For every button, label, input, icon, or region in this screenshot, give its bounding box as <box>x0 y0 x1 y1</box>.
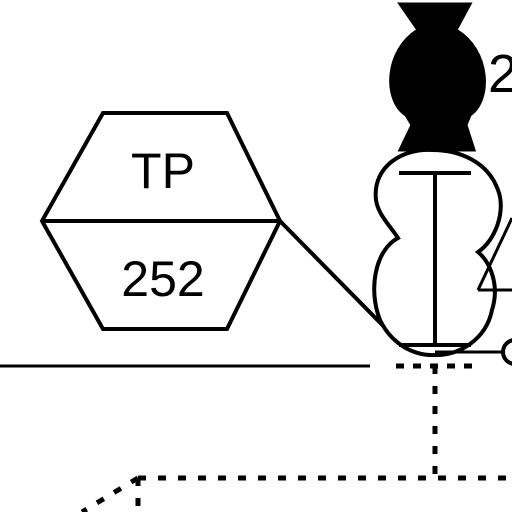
dotted-diagonal <box>80 475 140 512</box>
hexagon-tag[interactable]: TP 252 <box>39 111 283 331</box>
right-connector-diagonal <box>476 217 512 291</box>
tag-top-label: TP <box>131 143 195 199</box>
outlined-bulb-symbol <box>372 147 503 358</box>
tag-bottom-label: 252 <box>121 251 204 307</box>
partial-label: 2 <box>488 44 512 104</box>
filled-bulb-symbol <box>389 2 486 152</box>
right-connector-node <box>501 338 512 366</box>
